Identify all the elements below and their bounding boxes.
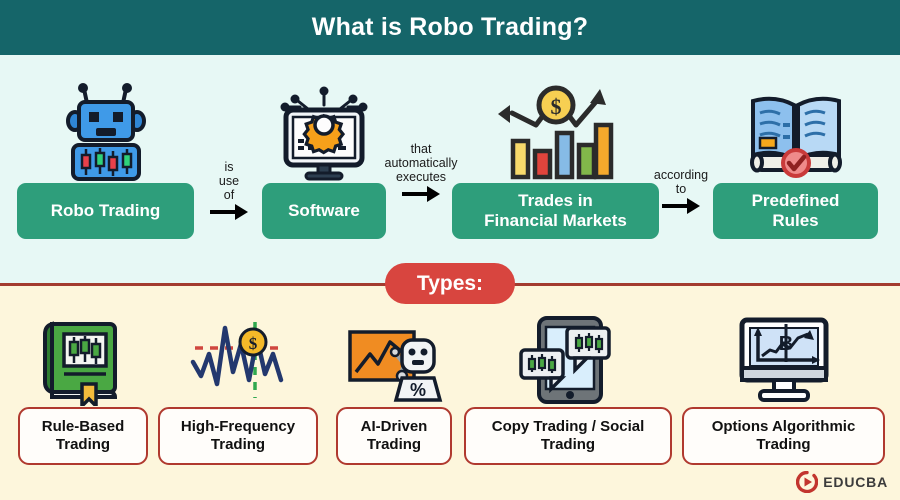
ai-robot-chart-icon: % bbox=[344, 312, 444, 407]
open-book-seal-icon bbox=[741, 78, 851, 183]
svg-text:$: $ bbox=[249, 334, 258, 353]
svg-text:%: % bbox=[410, 380, 426, 400]
flow-step-software: Software bbox=[262, 78, 386, 239]
monitor-bitcoin-chart-icon: B bbox=[734, 312, 834, 407]
page-title: What is Robo Trading? bbox=[311, 13, 589, 41]
header-bar: What is Robo Trading? bbox=[0, 0, 900, 55]
arrow-right-icon bbox=[662, 198, 700, 214]
svg-text:$: $ bbox=[550, 94, 561, 119]
flow-section bbox=[0, 55, 900, 283]
educba-logo: EDUCBA bbox=[796, 471, 888, 493]
flow-step-robo-trading: Robo Trading bbox=[17, 78, 194, 239]
volatility-line-dollar-icon: $ bbox=[183, 312, 293, 407]
bar-chart-dollar-icon: $ bbox=[496, 78, 616, 183]
green-book-candlestick-icon bbox=[38, 312, 128, 407]
educba-logo-text: EDUCBA bbox=[823, 474, 888, 490]
robot-candlestick-icon bbox=[60, 78, 152, 183]
flow-step-label: Robo Trading bbox=[17, 183, 194, 239]
svg-text:B: B bbox=[778, 333, 792, 355]
monitor-gear-icon bbox=[274, 78, 374, 183]
types-banner: Types: bbox=[385, 263, 515, 304]
flow-step-label: Software bbox=[262, 183, 386, 239]
arrow-right-icon bbox=[402, 186, 440, 202]
types-banner-label: Types: bbox=[416, 271, 484, 295]
educba-play-circle-icon bbox=[796, 471, 819, 493]
arrow-right-icon bbox=[210, 204, 248, 220]
tablet-chat-candlestick-icon bbox=[513, 312, 623, 407]
